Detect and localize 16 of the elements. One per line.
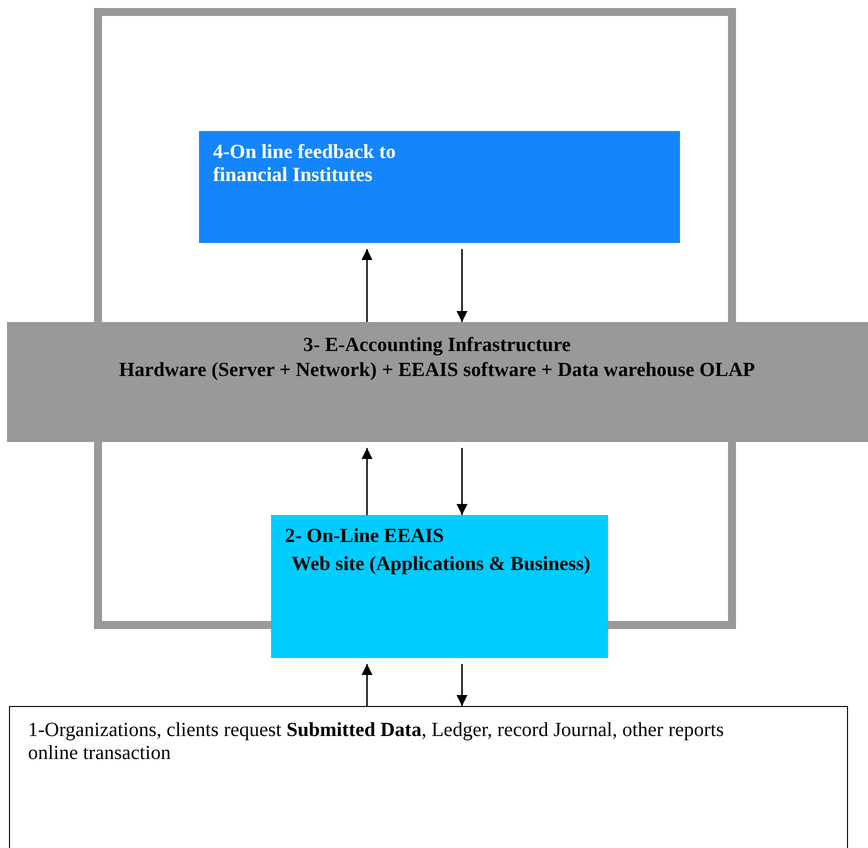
node-body-text: Web site (Applications & Business) <box>291 553 591 576</box>
node-text: 4-On line feedback to financial Institutes <box>213 141 397 187</box>
arrow <box>362 664 372 706</box>
arrow <box>456 249 468 322</box>
arrow <box>456 448 468 515</box>
arrow <box>362 249 372 322</box>
feedback-box <box>199 131 680 243</box>
organizations-box <box>9 706 848 848</box>
node-text: 2- On-Line EEAIS <box>285 525 445 548</box>
infrastructure-band <box>7 322 868 442</box>
arrow <box>362 448 372 515</box>
website-box <box>271 515 608 658</box>
arrow <box>456 664 468 706</box>
node-body-text: Hardware (Server + Network) + EEAIS software + Data warehouse OLAP <box>118 359 756 382</box>
node-text: 3- E-Accounting Infrastructure <box>302 334 572 357</box>
node-text: 1-Organizations, clients request Submitted Data, Ledger, record Journal, other reports online transaction <box>28 719 725 765</box>
